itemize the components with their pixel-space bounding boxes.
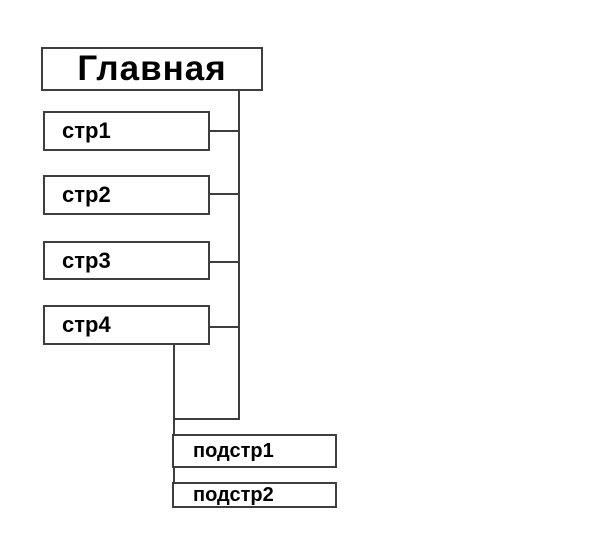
connector-line-str4 <box>209 326 239 328</box>
node-glavnaya-label: Главная <box>77 49 227 88</box>
node-str3-label: стр3 <box>62 247 111 273</box>
connector-line-str1 <box>208 130 239 132</box>
node-str2: стр2 <box>43 175 210 215</box>
connector-line-str3 <box>209 261 239 263</box>
connector-line-str2 <box>209 193 239 195</box>
node-podstr2-label: подстр2 <box>193 483 274 506</box>
node-podstr1: подстр1 <box>172 434 337 468</box>
node-str4-label: стр4 <box>62 312 111 337</box>
node-glavnaya: Главная <box>41 47 263 91</box>
node-str4: стр4 <box>43 305 210 345</box>
trunk-line <box>238 91 240 420</box>
node-str1-label: стр1 <box>62 118 111 143</box>
node-str3: стр3 <box>43 241 210 280</box>
subpage-branch-line <box>173 345 175 484</box>
trunk-branch-join-line <box>173 418 240 420</box>
node-podstr2: подстр2 <box>172 482 337 508</box>
node-str1: стр1 <box>43 111 210 151</box>
node-podstr1-label: подстр1 <box>193 439 274 462</box>
node-str2-label: стр2 <box>62 182 111 207</box>
